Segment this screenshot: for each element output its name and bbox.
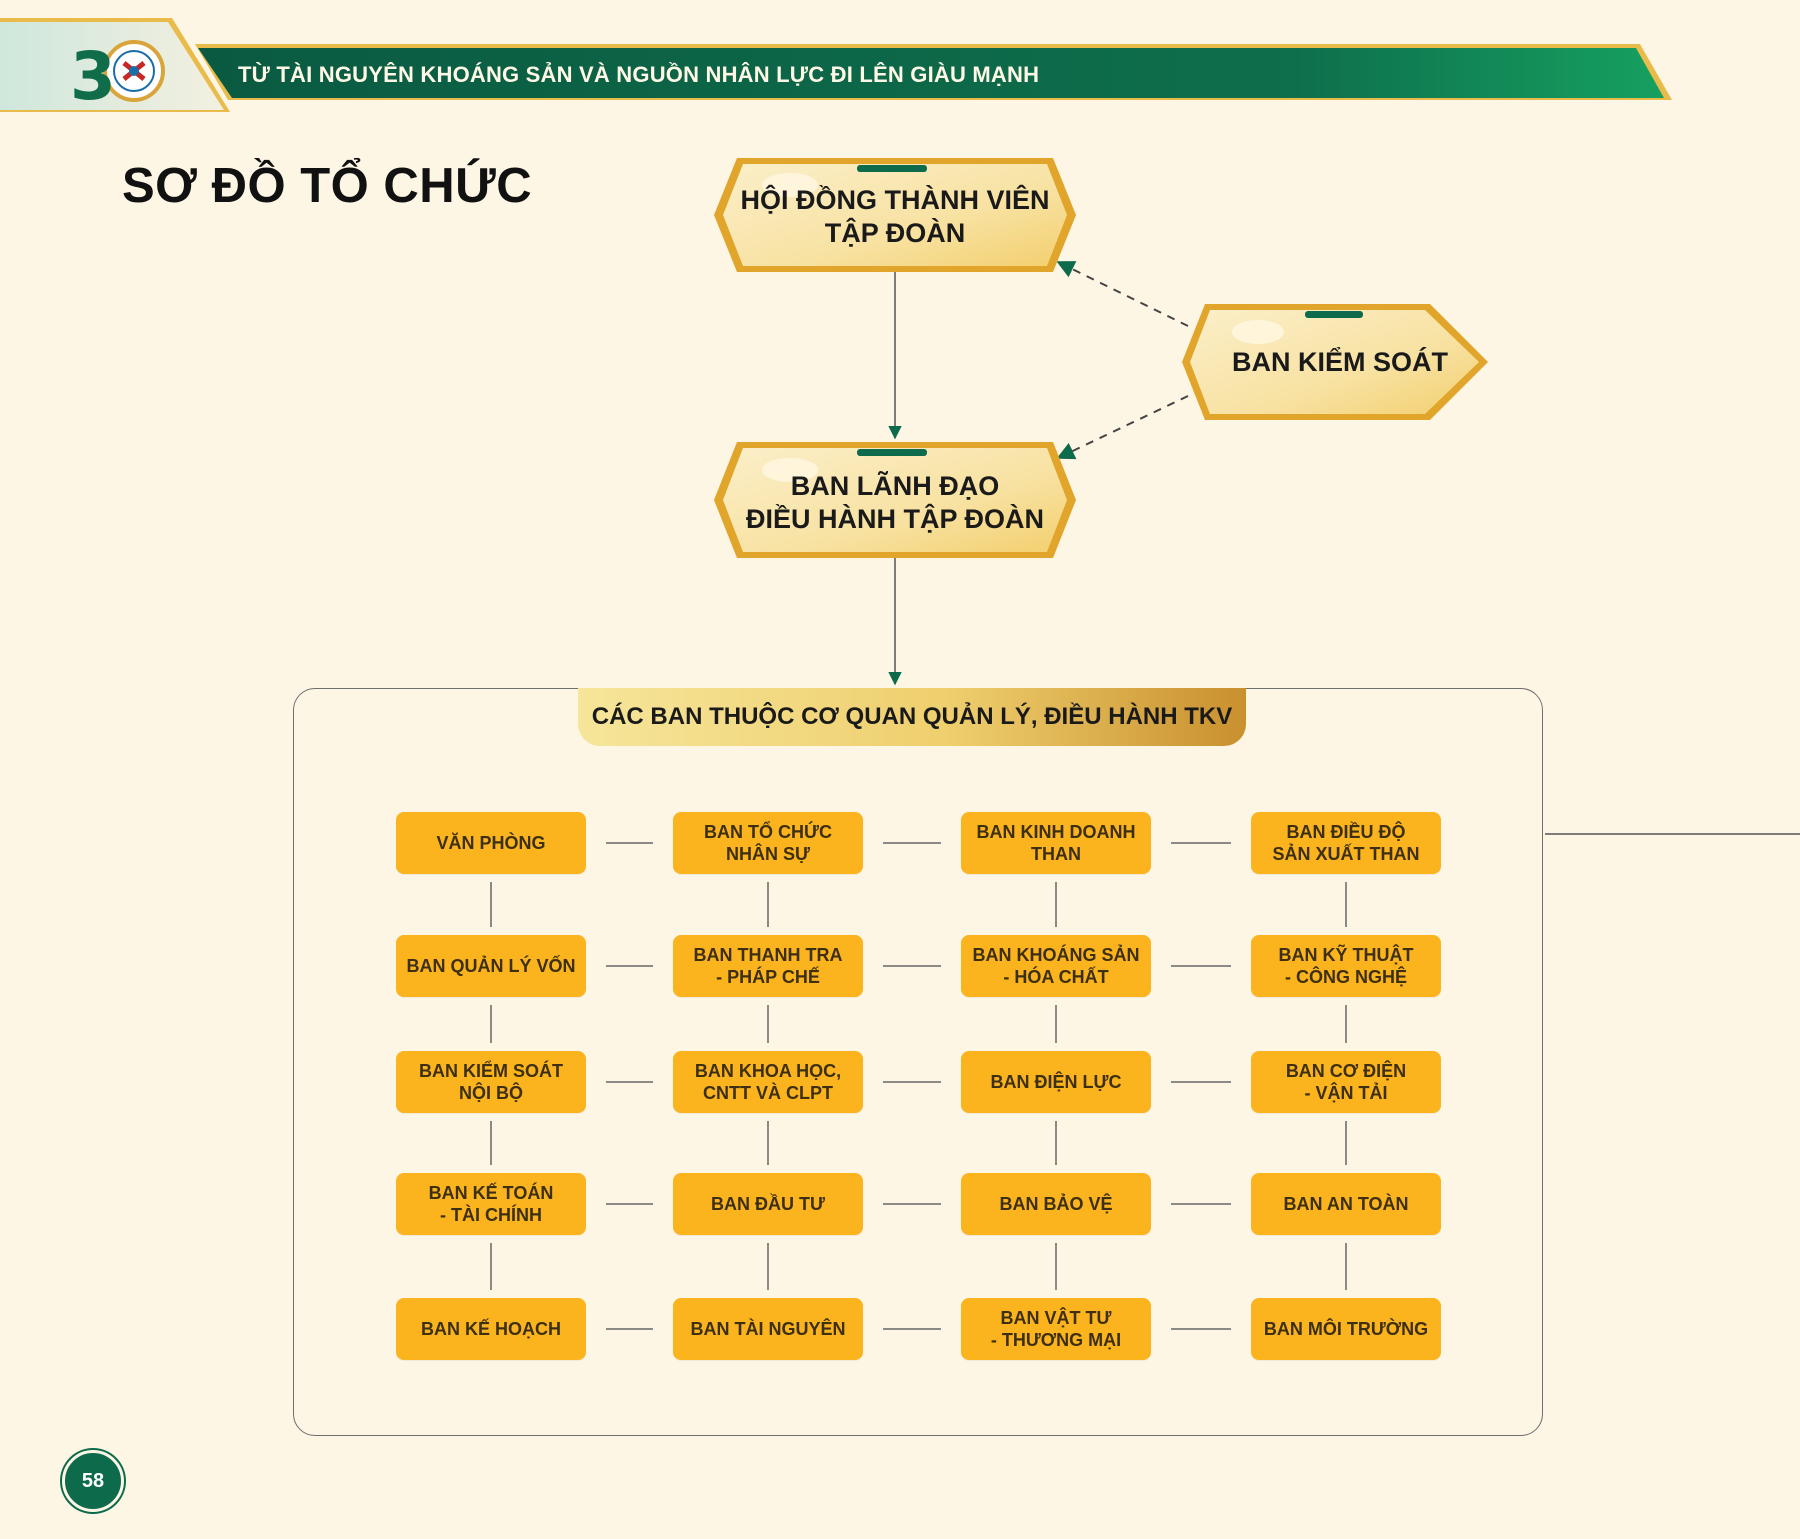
dashed-connector-kiemsoat-to-lanhdao xyxy=(1056,395,1189,460)
header-banner xyxy=(0,18,1672,112)
node-ban-lanh-dao: BAN LÃNH ĐẠO ĐIỀU HÀNH TẬP ĐOÀN xyxy=(745,471,1044,534)
department-box: BAN ĐIỆN LỰC xyxy=(961,1051,1151,1113)
page-title: SƠ ĐỒ TỔ CHỨC xyxy=(122,159,533,213)
department-box: BAN TỔ CHỨC NHÂN SỰ xyxy=(673,812,863,874)
hexagon-ban-kiem-soat-shape xyxy=(1182,304,1488,420)
department-grid-connectors xyxy=(490,842,1347,1330)
hexagon-hoi-dong-shape xyxy=(714,158,1076,272)
panel-title: CÁC BAN THUỘC CƠ QUAN QUẢN LÝ, ĐIỀU HÀNH… xyxy=(578,688,1246,746)
department-box: BAN THANH TRA - PHÁP CHẾ xyxy=(673,935,863,997)
department-box: BAN ĐẦU TƯ xyxy=(673,1173,863,1235)
department-box: VĂN PHÒNG xyxy=(396,812,586,874)
node-hoi-dong-thanh-vien: HỘI ĐỒNG THÀNH VIÊN TẬP ĐOÀN xyxy=(740,185,1050,248)
department-box: BAN KIỂM SOÁT NỘI BỘ xyxy=(396,1051,586,1113)
department-box: BAN KẾ HOẠCH xyxy=(396,1298,586,1360)
logo-thirty-digit: 3 xyxy=(70,38,116,115)
department-box: BAN KHOA HỌC, CNTT VÀ CLPT xyxy=(673,1051,863,1113)
department-box: BAN KỸ THUẬT - CÔNG NGHỆ xyxy=(1251,935,1441,997)
node-ban-kiem-soat: BAN KIỂM SOÁT xyxy=(1232,346,1448,377)
department-box: BAN CƠ ĐIỆN - VẬN TẢI xyxy=(1251,1051,1441,1113)
department-box: BAN QUẢN LÝ VỐN xyxy=(396,935,586,997)
page-number-badge: 58 xyxy=(62,1450,124,1512)
department-box: BAN KINH DOANH THAN xyxy=(961,812,1151,874)
department-box: BAN AN TOÀN xyxy=(1251,1173,1441,1235)
hexagon-ban-lanh-dao-shape xyxy=(714,442,1076,558)
department-box: BAN KHOÁNG SẢN - HÓA CHẤT xyxy=(961,935,1151,997)
department-box: BAN MÔI TRƯỜNG xyxy=(1251,1298,1441,1360)
department-box: BAN BẢO VỆ xyxy=(961,1173,1151,1235)
department-box: BAN TÀI NGUYÊN xyxy=(673,1298,863,1360)
department-box: BAN KẾ TOÁN - TÀI CHÍNH xyxy=(396,1173,586,1235)
dashed-connector-kiemsoat-to-hoidong xyxy=(1056,261,1189,327)
department-box: BAN ĐIỀU ĐỘ SẢN XUẤT THAN xyxy=(1251,812,1441,874)
department-box: BAN VẬT TƯ - THƯƠNG MẠI xyxy=(961,1298,1151,1360)
banner-slogan: TỪ TÀI NGUYÊN KHOÁNG SẢN VÀ NGUỒN NHÂN L… xyxy=(238,62,1040,87)
